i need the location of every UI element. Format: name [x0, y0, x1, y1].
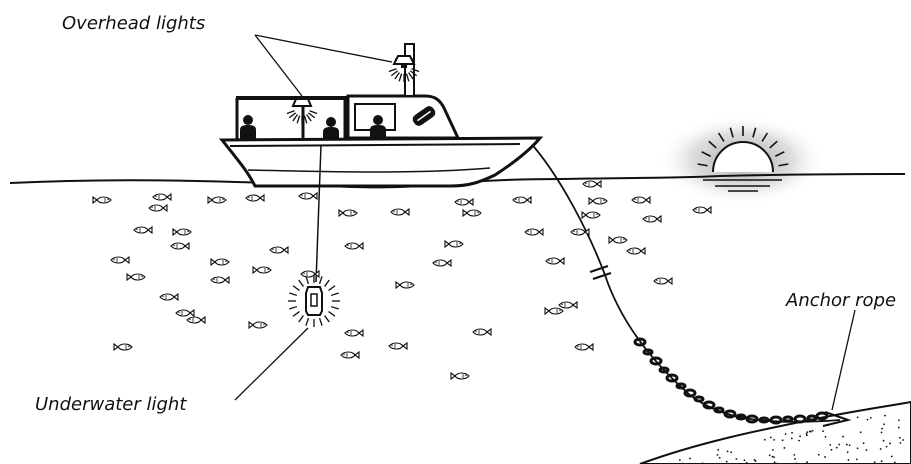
fish-icon [187, 317, 205, 323]
fish-icon [451, 373, 469, 379]
fish-icon [546, 258, 564, 264]
seabed-icon [640, 402, 911, 464]
fish-icon [171, 243, 189, 249]
fish-icon [559, 302, 577, 308]
fish-icon [211, 259, 229, 265]
fish-icon [111, 257, 129, 263]
fish-icon [433, 260, 451, 266]
fish-icon [575, 344, 593, 350]
fish-icon [693, 207, 711, 213]
fish-icon [134, 227, 152, 233]
fish-icon [339, 210, 357, 216]
fish-icon [114, 344, 132, 350]
fish-icon [270, 247, 288, 253]
fish-icon [345, 243, 363, 249]
anchor-rope-label: Anchor rope [785, 290, 896, 311]
underwater-light-label: Underwater light [35, 394, 187, 415]
fish-icon [391, 209, 409, 215]
fish-icon [609, 237, 627, 243]
fish-icon [589, 198, 607, 204]
fish-icon [253, 267, 271, 273]
fish-icon [583, 181, 601, 187]
fish-icon [627, 248, 645, 254]
fish-icon [473, 329, 491, 335]
fish-icon [545, 308, 563, 314]
fish-icon [513, 197, 531, 203]
fish-icon [396, 282, 414, 288]
fish-icon [246, 195, 264, 201]
fish-icon [525, 229, 543, 235]
boat-icon [222, 44, 540, 186]
fish-icon [389, 343, 407, 349]
fish-icon [632, 197, 650, 203]
fish-icon [463, 210, 481, 216]
fish-icon [299, 193, 317, 199]
fish-icon [345, 330, 363, 336]
sun-icon [657, 115, 827, 205]
fish-icon [160, 294, 178, 300]
fish-icon [149, 205, 167, 211]
fish-icon [341, 352, 359, 358]
fish-icon [249, 322, 267, 328]
overhead-lights-label: Overhead lights [62, 13, 205, 34]
fish-school [93, 181, 711, 379]
fish-icon [176, 310, 194, 316]
fish-icon [127, 274, 145, 280]
fish-icon [445, 241, 463, 247]
fish-icon [455, 199, 473, 205]
fish-icon [173, 229, 191, 235]
fish-icon [153, 194, 171, 200]
callout-leaders [235, 35, 855, 410]
fish-icon [208, 197, 226, 203]
fish-icon [643, 216, 661, 222]
fish-icon [93, 197, 111, 203]
fish-icon [211, 277, 229, 283]
fish-icon [582, 212, 600, 218]
fish-icon [654, 278, 672, 284]
